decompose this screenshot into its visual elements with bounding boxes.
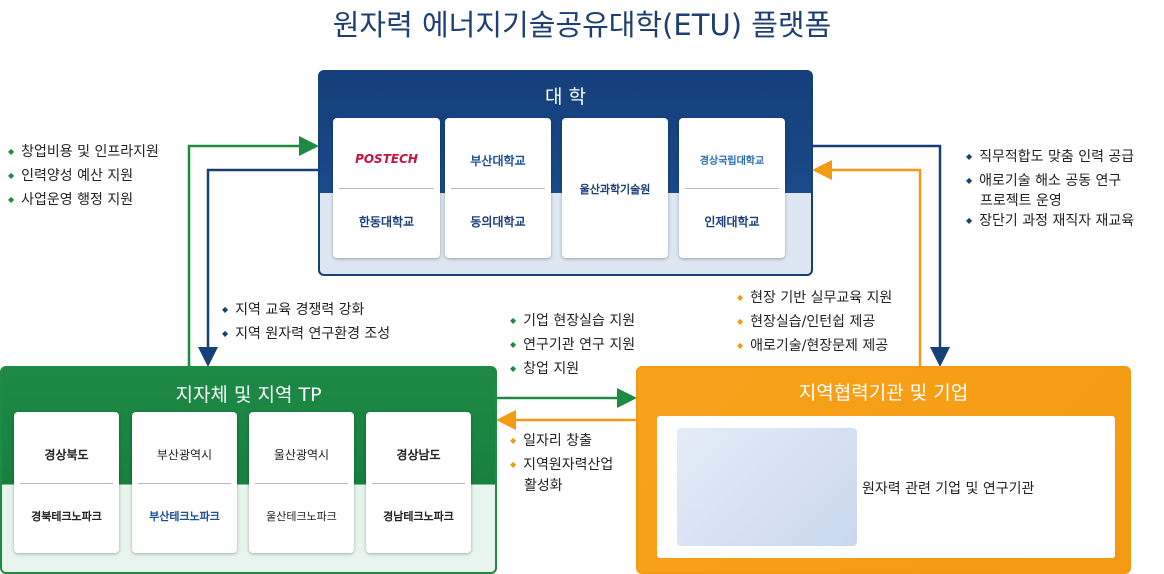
bullet: 창업 지원 (510, 357, 635, 381)
logo-ulsan: 울산광역시 (273, 447, 330, 462)
logo-gbtp: 경북테크노파크 (31, 509, 102, 523)
bullet: 애로기술 해소 공동 연구 (966, 169, 1134, 193)
industry-panel: 원자력 관련 기업 및 연구기관 (657, 416, 1115, 558)
logo-card: POSTECH 한동대학교 (333, 118, 440, 258)
arrow-uni-to-gov (198, 168, 318, 367)
bullet: 지역 원자력 연구환경 조성 (222, 322, 390, 346)
office-illustration (677, 428, 857, 546)
bullet: 연구기관 연구 지원 (510, 333, 635, 357)
logo-card: 울산과학기술원 (562, 118, 668, 258)
bullets-gov-to-uni: 창업비용 및 인프라지원인력양성 예산 지원사업운영 행정 지원 (8, 140, 159, 212)
bullet: 인력양성 예산 지원 (8, 164, 159, 188)
bullet: 지역 교육 경쟁력 강화 (222, 298, 390, 322)
page-title: 원자력 에너지기술공유대학(ETU) 플랫폼 (332, 8, 832, 42)
logo-gyeongbuk: 경상북도 (44, 447, 89, 462)
bullet: 일자리 창출 (510, 429, 613, 453)
bullet: 애로기술/현장문제 제공 (737, 334, 892, 358)
government-header: 지자체 및 지역 TP (175, 384, 322, 406)
bullet: 사업운영 행정 지원 (8, 188, 159, 212)
bullet: 지역원자력산업 (510, 453, 613, 477)
logo-gyeongnam: 경상남도 (396, 447, 441, 462)
logo-handong: 한동대학교 (358, 215, 415, 230)
bullet: 현장 기반 실무교육 지원 (737, 286, 892, 310)
logo-pnu: 부산대학교 (470, 153, 526, 168)
arrow-uni-to-ind (813, 144, 950, 367)
bullet: 장단기 과정 재직자 재교육 (966, 209, 1134, 233)
bullet: 창업비용 및 인프라지원 (8, 140, 159, 164)
bullet: 기업 현장실습 지원 (510, 309, 635, 333)
logo-gntp: 경남테크노파크 (383, 509, 454, 523)
bullet: 현장실습/인턴쉽 제공 (737, 310, 892, 334)
bullets-ind-to-gov: 일자리 창출지역원자력산업활성화 (510, 429, 613, 495)
industry-header: 지역협력기관 및 기업 (798, 382, 969, 404)
arrow-gov-to-uni (187, 136, 319, 366)
bullets-gov-to-ind: 기업 현장실습 지원연구기관 연구 지원창업 지원 (510, 309, 635, 381)
logo-busan: 부산광역시 (156, 447, 213, 462)
university-header: 대 학 (545, 86, 586, 108)
logo-inje: 인제대학교 (704, 215, 760, 230)
logo-unist: 울산과학기술원 (579, 183, 651, 196)
logo-gnu: 경상국립대학교 (699, 155, 765, 167)
bullets-ind-to-uni: 현장 기반 실무교육 지원현장실습/인턴쉽 제공애로기술/현장문제 제공 (737, 286, 892, 358)
industry-box: 지역협력기관 및 기업 원자력 관련 기업 및 연구기관 (636, 366, 1131, 574)
industry-label: 원자력 관련 기업 및 연구기관 (862, 481, 1035, 497)
logo-btp: 부산테크노파크 (149, 509, 220, 523)
logo-deu: 동의대학교 (470, 215, 526, 230)
bullet: 직무적합도 맞춤 인력 공급 (966, 145, 1134, 169)
logo-utp: 울산테크노파크 (266, 509, 337, 523)
bullets-uni-to-gov: 지역 교육 경쟁력 강화지역 원자력 연구환경 조성 (222, 298, 390, 346)
bullet-continued: 활성화 (524, 478, 563, 494)
bullet-continued: 프로젝트 운영 (980, 193, 1062, 209)
logo-postech: POSTECH (355, 151, 418, 166)
arrow-ind-to-uni (812, 160, 922, 366)
